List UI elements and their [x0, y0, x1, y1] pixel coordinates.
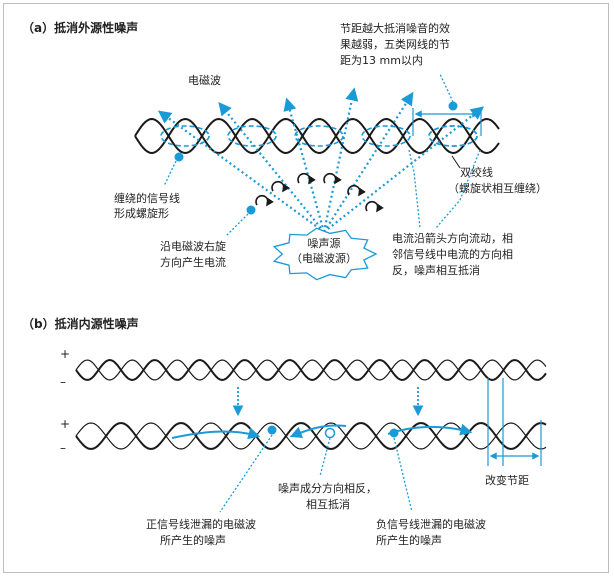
rotation-icons [255, 172, 384, 213]
current-loop [227, 125, 277, 147]
rotation-callout-dot [246, 205, 256, 215]
current-loop [361, 125, 411, 147]
positive-leak-dot [267, 425, 277, 435]
plus-sign-1: + [60, 347, 70, 361]
spiral-callout-dot [174, 152, 184, 162]
cancel-leader [319, 437, 331, 477]
em-wave-label: 电磁波 [188, 74, 221, 87]
twisted-pair-a [134, 117, 500, 155]
twisted-pair-label: 双绞线 [460, 165, 493, 179]
positive-leak-label-1: 正信号线泄漏的电磁波 [146, 517, 256, 531]
rotation-icon [365, 200, 384, 213]
em-wave-ray [323, 106, 485, 233]
minus-wire-variable [75, 422, 547, 450]
pitch-note-line-1: 节距越大抵消噪音的效 [340, 21, 450, 35]
pitch-dimension-b [487, 378, 542, 466]
rotation-icon [347, 184, 366, 197]
current-loop [428, 125, 478, 147]
pitch-dimension-a [412, 108, 482, 136]
section-b-title: （b）抵消内源性噪声 [22, 316, 139, 331]
minus-sign-2: – [60, 441, 66, 455]
current-direction-label-1: 电流沿箭头方向流动，相 [392, 231, 513, 245]
twisted-pair-leader [451, 155, 461, 169]
current-direction-leader-2 [435, 149, 481, 229]
rotation-icon [297, 172, 316, 185]
right-hand-current-label-1: 沿电磁波右旋 [160, 239, 226, 253]
pitch-note-line-2: 果越弱，五类网线的节 [340, 37, 450, 51]
spiral-signal-label-1: 缠绕的信号线 [114, 191, 180, 205]
opposite-cancel-label-2: 相互抵消 [306, 497, 350, 511]
negative-leak-leader [393, 437, 413, 513]
em-wave-ray [218, 101, 325, 233]
em-wave-ray [157, 110, 325, 233]
noise-arrows-b [171, 423, 473, 440]
rotation-icon [271, 180, 290, 193]
negative-leak-dot [389, 428, 399, 438]
twisted-pair-sublabel: （螺旋状相互缠绕） [448, 181, 547, 195]
rotation-callout-leader [225, 213, 249, 237]
negative-leak-label-1: 负信号线泄漏的电磁波 [376, 517, 486, 531]
em-wave-ray [322, 87, 359, 233]
em-wave-rays [157, 87, 485, 233]
current-loop [294, 125, 344, 147]
cancel-dot [324, 427, 336, 439]
rotation-icon [323, 172, 342, 185]
rotation-icon [255, 194, 274, 207]
right-hand-current-label-2: 方向产生电流 [160, 255, 226, 269]
current-direction-label-2: 邻信号线中电流的方向相 [392, 247, 513, 261]
opposite-cancel-label-1: 噪声成分方向相反， [278, 481, 377, 495]
positive-leak-leader [219, 434, 273, 513]
em-current-loops [160, 125, 478, 147]
spiral-callout-leader [163, 160, 177, 187]
pitch-callout-leader [439, 73, 454, 103]
spiral-signal-label-2: 形成螺旋形 [114, 206, 169, 220]
current-direction-leader [408, 149, 421, 229]
figure-frame [3, 3, 609, 573]
signal-wire-1 [134, 117, 500, 155]
twisted-pair-b-uniform [75, 358, 547, 382]
minus-wire-uniform [75, 359, 547, 381]
noise-source-sublabel: （电磁波源） [291, 251, 357, 265]
minus-sign-1: – [60, 375, 66, 389]
negative-leak-label-2: 所产生的噪声 [376, 533, 442, 547]
pitch-callout-dot [448, 101, 458, 111]
twisted-pair-b-variable [75, 422, 547, 450]
current-loop [160, 125, 210, 147]
positive-leak-label-2: 所产生的噪声 [160, 533, 226, 547]
pitch-note-line-3: 距为13 mm以内 [340, 53, 423, 67]
current-direction-label-3: 反，噪声相互抵消 [392, 263, 480, 277]
transition-arrows [232, 387, 424, 417]
noise-source-label: 噪声源 [308, 236, 341, 250]
noise-source-burst [272, 227, 378, 281]
section-a-title: （a）抵消外源性噪声 [22, 20, 138, 35]
change-pitch-label: 改变节距 [485, 473, 529, 487]
plus-wire-uniform [75, 358, 547, 382]
plus-sign-2: + [60, 417, 70, 431]
em-wave-ray [323, 91, 414, 233]
plus-wire-variable [75, 422, 547, 450]
